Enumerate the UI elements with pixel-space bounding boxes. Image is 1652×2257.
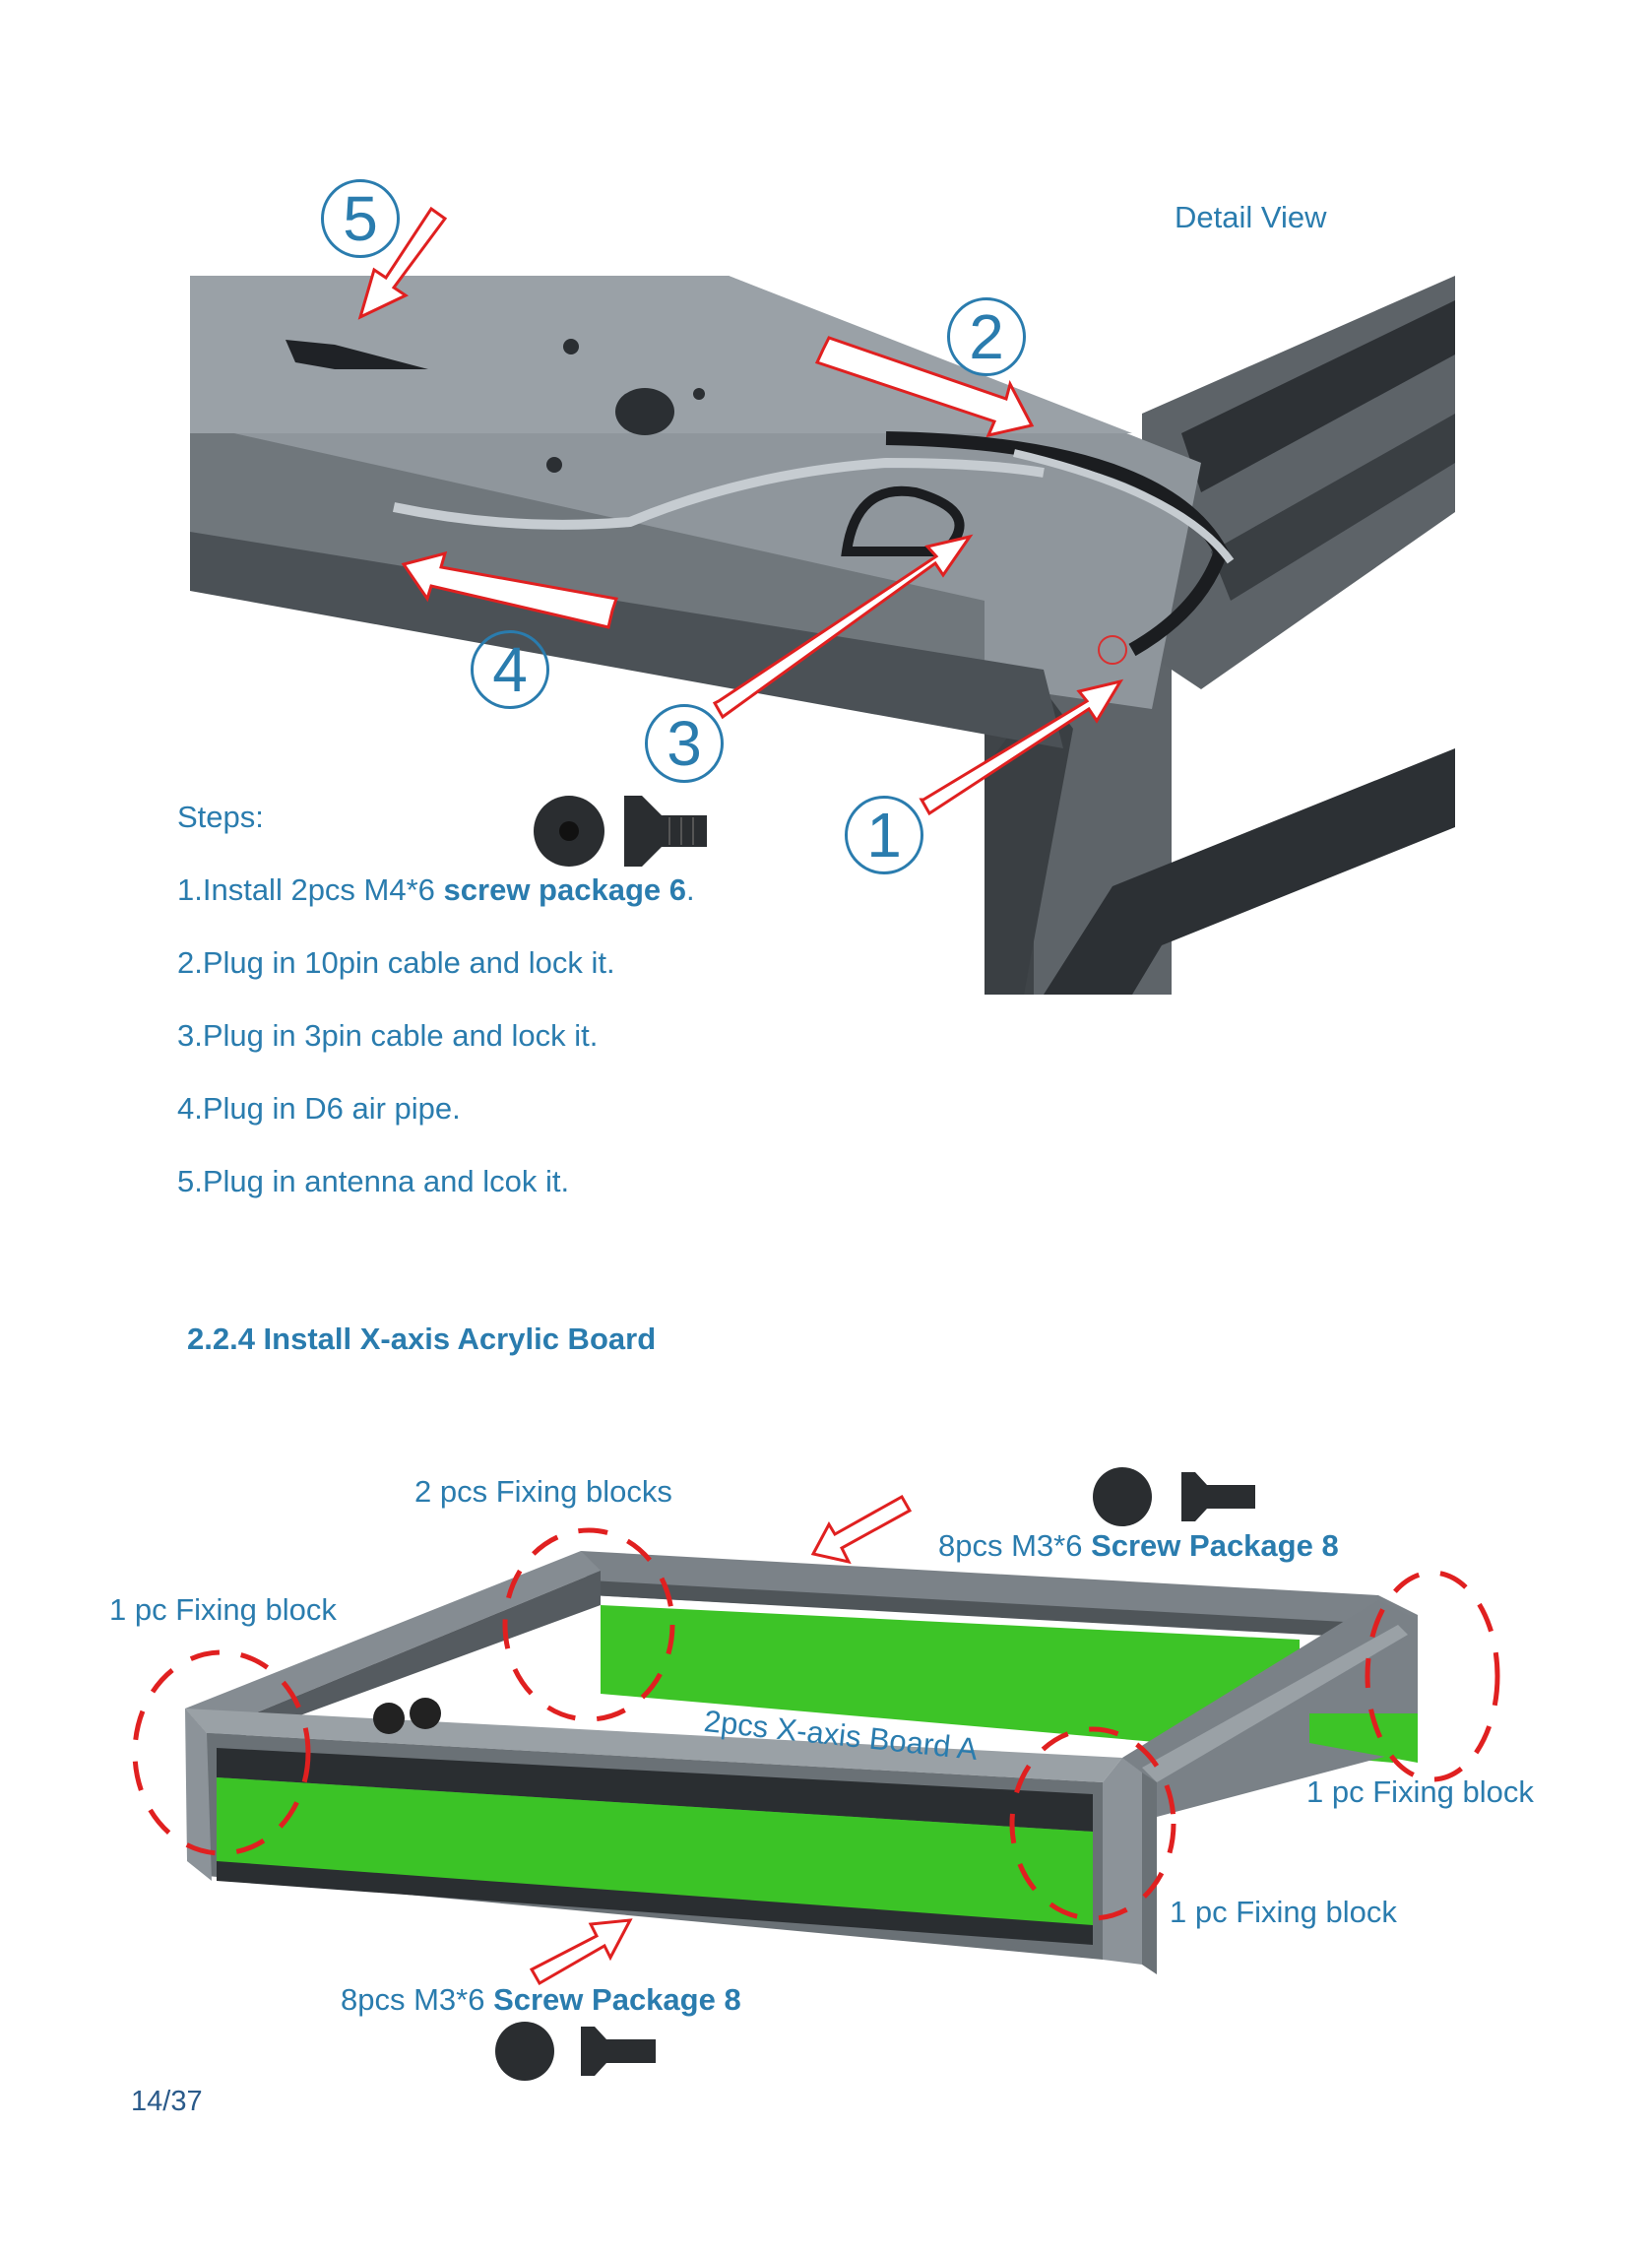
step-2: 2.Plug in 10pin cable and lock it. [177,945,615,980]
arrow-1 [919,678,1124,816]
fixing-block-marker-right [1365,1570,1500,1782]
step-5: 5.Plug in antenna and lcok it. [177,1164,570,1198]
screw-head-icon-bottom [495,2022,554,2081]
section-heading: 2.2.4 Install X-axis Acrylic Board [187,1322,657,1356]
screw-side-icon-bottom [581,2027,656,2076]
callout-1: 1 [845,796,923,874]
screw-head-icon-top [1093,1467,1152,1526]
arrow-top-screws [810,1494,913,1565]
screw-side-icon [624,796,707,867]
callout-3: 3 [645,704,724,783]
arrow-5 [357,206,448,320]
label-top-screws: 8pcs M3*6 Screw Package 8 [938,1528,1339,1563]
step-1: 1.Install 2pcs M4*6 screw package 6. [177,872,695,907]
arrow-2 [814,336,1035,438]
callout-5: 5 [321,179,400,258]
callout-2: 2 [947,297,1026,376]
front-acrylic-board [217,1777,1093,1928]
page-number: 14/37 [131,2086,203,2117]
steps-title: Steps: [177,800,264,834]
arrow-3 [712,534,974,720]
label-two-fixing-blocks: 2 pcs Fixing blocks [414,1474,672,1509]
screw-head-icon [534,796,604,867]
y-axis-rail [1142,276,1455,689]
fixing-block-marker-back-left [502,1527,675,1722]
step-4: 4.Plug in D6 air pipe. [177,1091,461,1126]
detail-view-label: Detail View [1175,200,1327,234]
fixing-block-marker-left [132,1649,311,1856]
label-front-fixing-block: 1 pc Fixing block [1170,1895,1397,1929]
label-left-fixing-block: 1 pc Fixing block [109,1592,337,1627]
label-right-fixing-block: 1 pc Fixing block [1306,1774,1534,1809]
arrow-bottom-screws [529,1918,633,1986]
screw-side-icon-top [1181,1472,1255,1521]
arrow-4 [401,550,618,629]
callout-4: 4 [471,630,549,709]
label-bottom-screws: 8pcs M3*6 Screw Package 8 [341,1982,741,2017]
drag-chain [985,689,1455,995]
fixing-block-marker-front [1009,1726,1176,1921]
step-3: 3.Plug in 3pin cable and lock it. [177,1018,599,1053]
